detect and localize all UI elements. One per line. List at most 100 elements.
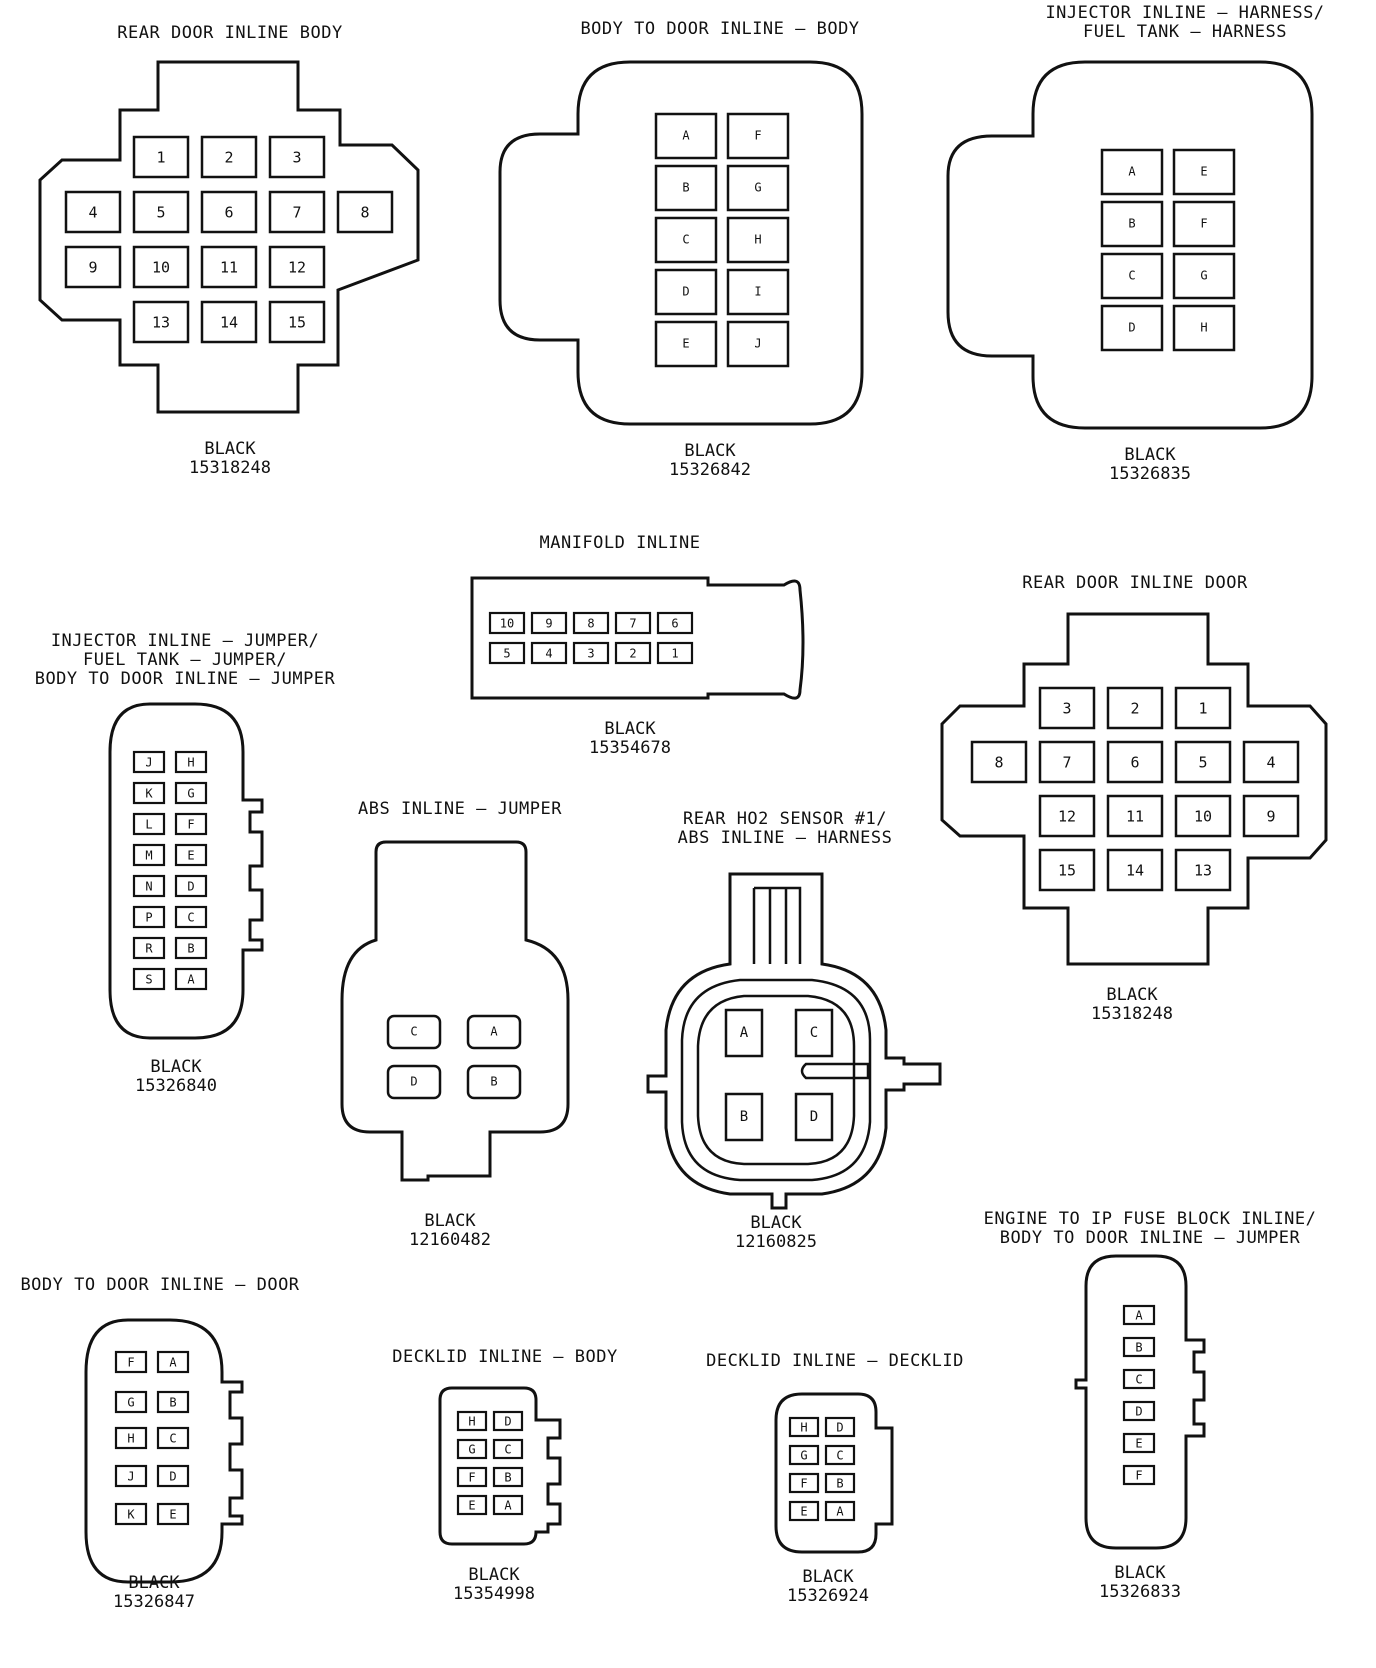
connector-caption: BLACK 12160825 [726, 1214, 826, 1252]
pin-label: 15 [1058, 862, 1076, 880]
pin-label: D [504, 1415, 511, 1429]
pin-cavities [970, 686, 1300, 892]
connector-engine-to-ip-fuse-block: A B C D E F [1074, 1254, 1206, 1550]
pin-label: 4 [88, 204, 97, 222]
connector-caption: BLACK 15354998 [444, 1566, 544, 1604]
pin-label: S [145, 973, 152, 987]
pin-label: C [504, 1443, 511, 1457]
pin-label: G [468, 1443, 475, 1457]
pin-label: A [490, 1025, 498, 1039]
connector-title: BODY TO DOOR INLINE – DOOR [20, 1275, 300, 1295]
latch [752, 886, 802, 964]
pin-label: E [682, 337, 689, 351]
pin-label: 9 [88, 259, 97, 277]
connector-manifold-inline: 10 9 8 7 6 5 4 3 2 1 [470, 576, 805, 700]
pin-label: 10 [1194, 808, 1212, 826]
connector-part-number: 15354678 [589, 738, 671, 758]
pin-label: 7 [292, 204, 301, 222]
pin-label: F [754, 129, 761, 143]
connector-title: ENGINE TO IP FUSE BLOCK INLINE/ BODY TO … [983, 1209, 1317, 1248]
connector-part-number: 15326840 [135, 1076, 217, 1096]
connector-caption: BLACK 15326835 [1100, 446, 1200, 484]
pin-label: B [1128, 217, 1135, 231]
pin-cavities [456, 1410, 524, 1516]
connector-color: BLACK [128, 1573, 180, 1593]
pin-label: 13 [1194, 862, 1212, 880]
connector-injector-inline-harness: A E B F C G D H [946, 60, 1314, 430]
pin-label: 14 [1126, 862, 1144, 880]
pin-label: D [682, 285, 689, 299]
connector-color: BLACK [1106, 985, 1158, 1005]
pin-label: A [169, 1356, 177, 1370]
connector-color: BLACK [204, 439, 256, 459]
connector-title: REAR DOOR INLINE BODY [117, 23, 343, 43]
pin-label: E [468, 1499, 475, 1513]
connector-color: BLACK [1114, 1563, 1166, 1583]
pin-label: G [187, 787, 194, 801]
pin-label: 8 [360, 204, 369, 222]
connector-title: INJECTOR INLINE – HARNESS/ FUEL TANK – H… [1045, 3, 1325, 42]
connector-part-number: 15326842 [669, 460, 751, 480]
pin-label: 3 [1062, 700, 1071, 718]
pin-label: C [187, 911, 194, 925]
pin-label: 9 [545, 617, 552, 631]
pin-label: 5 [503, 647, 510, 661]
pin-cavities [1100, 148, 1236, 352]
pin-label: B [187, 942, 194, 956]
pin-label: F [1200, 217, 1207, 231]
pin-label: C [169, 1432, 176, 1446]
pin-label: C [1135, 1373, 1142, 1387]
connector-title: INJECTOR INLINE – JUMPER/ FUEL TANK – JU… [34, 631, 336, 689]
pin-label: 4 [1266, 754, 1275, 772]
pin-label: E [169, 1508, 176, 1522]
pin-label: B [740, 1109, 748, 1125]
pin-cavities [64, 135, 394, 344]
connector-housing [108, 702, 264, 1040]
connector-housing [340, 840, 570, 1182]
connector-decklid-inline-decklid: H D G C F B E A [774, 1392, 894, 1554]
pin-label: K [145, 787, 153, 801]
pin-label: 1 [671, 647, 678, 661]
pin-label: A [187, 973, 195, 987]
pin-label: 5 [156, 204, 165, 222]
connector-housing [498, 60, 864, 426]
connector-part-number: 15318248 [1091, 1004, 1173, 1024]
pin-label: 10 [500, 617, 514, 631]
pin-label: D [1135, 1405, 1142, 1419]
pin-label: F [800, 1477, 807, 1491]
pin-label: G [1200, 269, 1207, 283]
connector-color: BLACK [750, 1213, 802, 1233]
pin-label: 13 [152, 314, 170, 332]
pin-label: P [145, 911, 152, 925]
pin-label: 8 [994, 754, 1003, 772]
connector-body-to-door-inline-body: A F B G C H D I E J [498, 60, 864, 426]
pin-label: B [682, 181, 689, 195]
pin-label: D [410, 1075, 417, 1089]
connector-caption: BLACK 12160482 [400, 1212, 500, 1250]
pin-label: D [187, 880, 194, 894]
connector-caption: BLACK 15326842 [660, 442, 760, 480]
pin-label: 5 [1198, 754, 1207, 772]
pin-label: H [127, 1432, 134, 1446]
connector-caption: BLACK 15318248 [1082, 986, 1182, 1024]
connector-title: MANIFOLD INLINE [539, 533, 701, 553]
pin-label: R [145, 942, 153, 956]
pin-cavities [788, 1416, 856, 1522]
pin-label: A [1135, 1309, 1143, 1323]
pin-label: A [836, 1505, 844, 1519]
pin-label: L [145, 818, 152, 832]
connector-caption: BLACK 15326924 [778, 1568, 878, 1606]
pin-cavities [114, 1350, 190, 1526]
pin-label: E [187, 849, 194, 863]
pin-label: 6 [1130, 754, 1139, 772]
pin-label: A [682, 129, 690, 143]
connector-decklid-inline-body: H D G C F B E A [438, 1386, 562, 1546]
connector-housing [84, 1318, 244, 1584]
pin-label: A [504, 1499, 512, 1513]
connector-color: BLACK [424, 1211, 476, 1231]
pin-label: F [127, 1356, 134, 1370]
pin-cavities [386, 1014, 522, 1100]
pin-label: 1 [156, 149, 165, 167]
pin-label: 11 [220, 259, 238, 277]
